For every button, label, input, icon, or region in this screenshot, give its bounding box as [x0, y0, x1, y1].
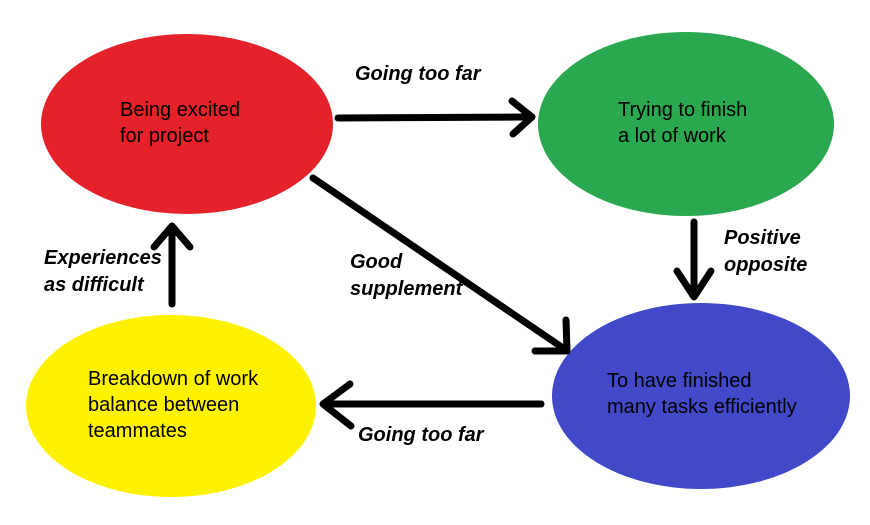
- arrow-breakdown-to-excited: [150, 222, 194, 308]
- arrow-head: [319, 380, 355, 430]
- arrow-head: [673, 267, 715, 301]
- arrow-trying-to-finished: [673, 218, 715, 301]
- node-ellipse-work-breakdown: [26, 315, 316, 497]
- edge-label-going-too-far-top: Going too far: [355, 63, 481, 85]
- edge-label-positive-opposite: Positive opposite: [724, 227, 808, 276]
- node-label-work-breakdown: Breakdown of work balance between teamma…: [88, 368, 259, 442]
- edge-label-experiences-as-difficult: Experiences as difficult: [44, 247, 162, 296]
- arrow-shaft: [309, 174, 570, 354]
- arrow-shaft: [334, 113, 528, 122]
- arrow-head: [531, 316, 571, 355]
- arrow-head: [150, 222, 194, 251]
- node-ellipse-trying-to-finish: [538, 32, 834, 216]
- edge-label-going-too-far-bottom: Going too far: [358, 424, 484, 446]
- arrow-head: [508, 97, 536, 138]
- edge-label-good-supplement: Good supplement: [350, 251, 463, 300]
- arrow-finished-to-breakdown: [319, 380, 545, 430]
- node-label-finished-tasks: To have finished many tasks efficiently: [607, 370, 797, 418]
- arrow-excited-to-finished: [309, 174, 571, 355]
- arrow-excited-to-trying: [334, 97, 536, 138]
- node-label-being-excited: Being excited for project: [120, 99, 241, 147]
- node-ellipse-being-excited: [41, 34, 333, 214]
- node-ellipse-finished-tasks: [552, 303, 850, 489]
- node-label-trying-to-finish: Trying to finish a lot of work: [618, 99, 748, 147]
